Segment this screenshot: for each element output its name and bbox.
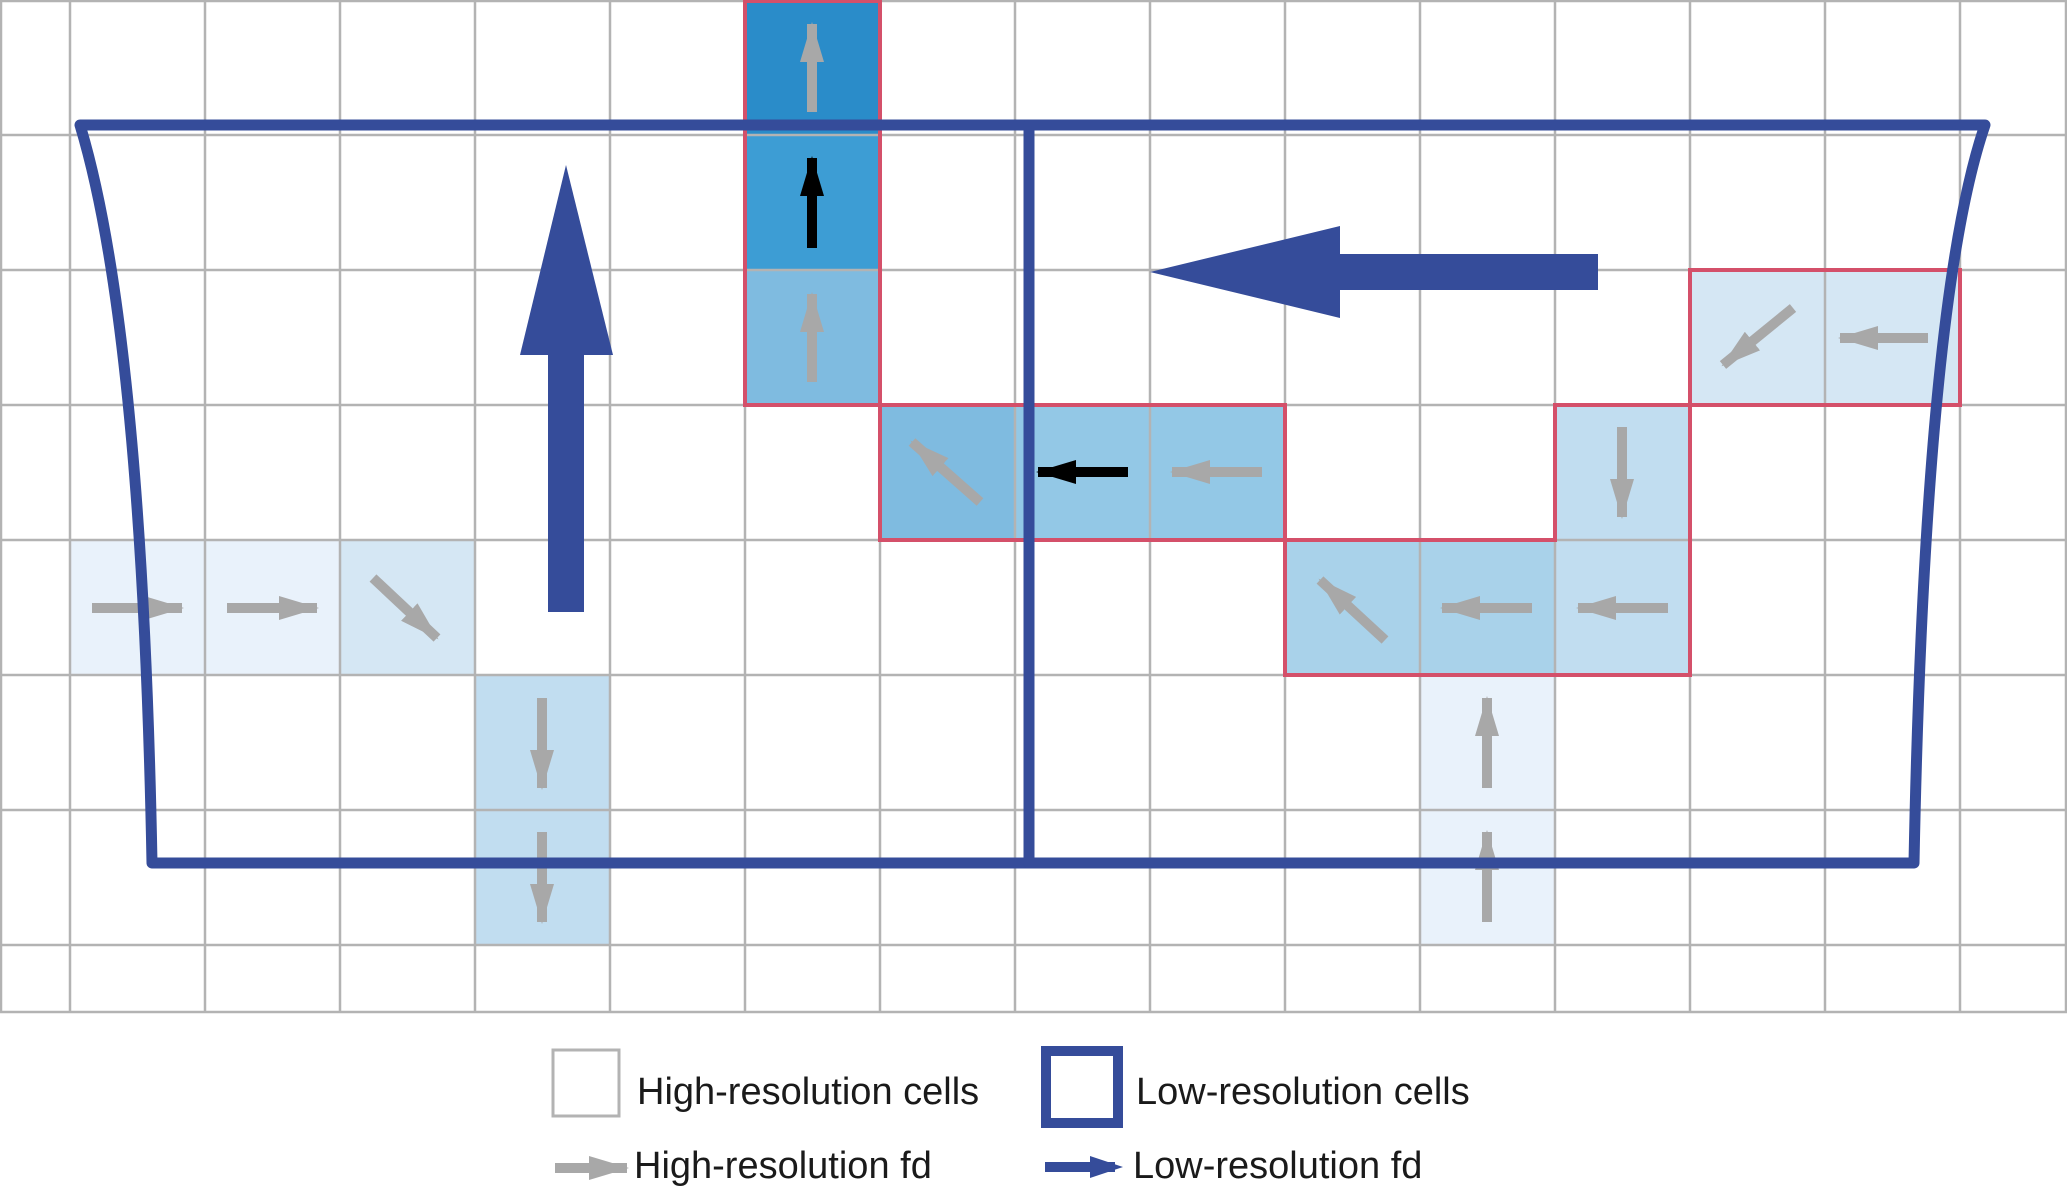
low-fd-arrow-up-head (520, 165, 613, 355)
low-resolution-cells (74, 119, 1991, 869)
low-resolution-fd-arrows (520, 165, 1598, 612)
legend-low-res-fd-label: Low-resolution fd (1133, 1145, 1422, 1186)
high-resolution-fd-arrows (92, 22, 1928, 924)
legend-high-res-fd-label: High-resolution fd (634, 1145, 932, 1186)
low-fd-arrow-left-head (1150, 226, 1340, 318)
legend-high-res-cell-swatch (551, 1048, 621, 1118)
legend-low-res-fd-arrowhead (1090, 1156, 1123, 1178)
low-res-cell-right (1023, 119, 1991, 869)
low-fd-arrow-left-shaft (1320, 254, 1598, 290)
hi-fd-arrow (908, 438, 984, 506)
legend: High-resolution cells Low-resolution cel… (551, 1046, 1470, 1186)
hi-fd-arrow (1719, 304, 1797, 369)
hi-fd-arrow (369, 574, 441, 642)
emphasized-fd-arrows (800, 156, 1128, 484)
flow-path-outline (743, 0, 1962, 677)
legend-low-res-cell-swatch (1041, 1046, 1123, 1128)
hi-fd-arrow (1316, 576, 1389, 644)
low-res-cell-left (74, 119, 1035, 869)
low-fd-arrow-up-shaft (548, 345, 584, 612)
legend-high-res-cells-label: High-resolution cells (637, 1071, 979, 1113)
legend-low-res-cells-label: Low-resolution cells (1136, 1071, 1470, 1113)
